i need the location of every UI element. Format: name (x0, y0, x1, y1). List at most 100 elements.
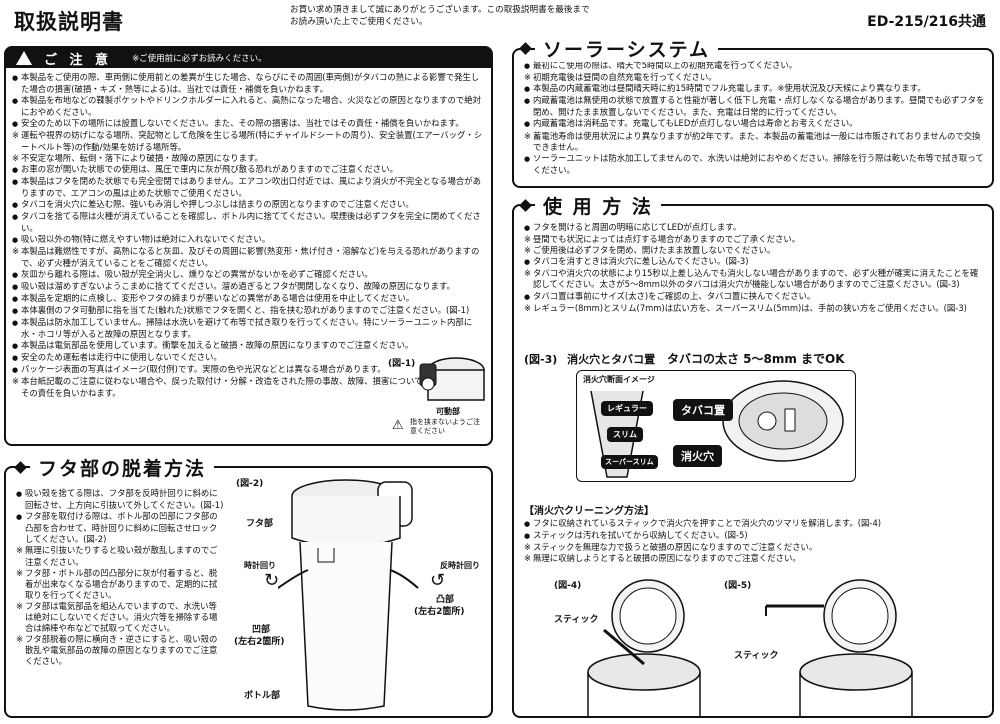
caution-item-text: タバコを捨てる際は火種が消えていることを確認し、ボトル内に捨ててください。喫煙後… (21, 211, 481, 234)
cleaning-item-text: 無理に収納しようとすると破損の原因になりますのでご注意ください。 (533, 553, 801, 564)
solar-item: 初期充電後は昼間の自然充電を行ってください。 (524, 72, 986, 83)
hole-tag: 消火穴 (673, 445, 722, 467)
figure-3-heading: 消火穴とタバコ置 (567, 353, 656, 366)
caution-item: タバコを消火穴に差込む際、強いもみ消しや押しつぶしは詰まりの原因となりますのでご… (12, 199, 486, 211)
caution-item-text: パッケージ表面の写真はイメージ(取付例)です。実際の色や光沢などとは異なる場合が… (21, 364, 386, 375)
caution-item: 本体裏側のフタ可動部に指を当てた(触れた)状態でフタを開くと、指を挟む恐れがあり… (12, 305, 486, 317)
clockwise-label: 時計回り (244, 561, 276, 570)
caution-item-text: 本製品をご使用の際、車両側に使用前との差異が生じた場合、ならびにその周囲(車両側… (21, 72, 480, 95)
figure-2: (図-2) フタ部 時計回り ↻ 反時計回り ↺ 凸部 (左右2箇所) 凹部 (… (228, 476, 490, 716)
lid-section-title: フタ部の脱着方法 (30, 454, 215, 481)
caution-item: 不安定な場所、転倒・落下により破損・故障の原因になります。 (12, 153, 486, 164)
lid-item-text: フタ部・ボトル部の凹凸部分に灰が付着すると、脱着が出来なくなる場合がありますので… (25, 567, 218, 600)
convex-note: (左右2箇所) (414, 607, 465, 617)
finger-warning: 指を挟まないようご注意ください (410, 418, 480, 435)
caution-item-text: 本製品はフタを閉めた状態でも完全密閉ではありません。エアコン吹出口付近では、風に… (21, 175, 481, 198)
caution-item: 本製品をご使用の際、車両側に使用前との差異が生じた場合、ならびにその周囲(車両側… (12, 72, 486, 95)
usage-item-text: タバコや消火穴の状態により15秒以上差し込んでも消火しない場合がありますので、必… (533, 268, 979, 290)
caution-item: 本製品は難燃性ですが、高熱になると灰皿、及びその周囲に影響(熱変形・焦げ付き・溶… (12, 246, 486, 268)
cleaning-item: フタに収納されているスティックで消火穴を押すことで消火穴のツマリを解消します。(… (524, 518, 986, 530)
ashtray-top-view (722, 380, 844, 462)
rotate-ccw-icon: ↺ (430, 570, 446, 591)
figure-4: (図-4) スティック (554, 576, 704, 716)
solar-list: 最初にご使用の際は、晴天で5時間以上の初期充電を行ってください。初期充電後は昼間… (524, 60, 986, 176)
usage-item-text: レギュラー(8mm)とスリム(7mm)は広い方を、スーパースリム(5mm)は、手… (533, 302, 967, 313)
cleaning-title: 【消火穴クリーニング方法】 (524, 506, 654, 517)
caution-item-text: 本製品は電気部品を使用しています。衝撃を加えると破損・故障の原因になりますのでご… (21, 340, 414, 351)
caution-item-text: タバコを消火穴に差込む際、強いもみ消しや押しつぶしは詰まりの原因となりますのでご… (21, 199, 414, 210)
solar-item: 内蔵蓄電池は無使用の状態で放置すると性能が著しく低下し充電・点灯しなくなる場合が… (524, 95, 986, 118)
usage-item: タバコ置は事前にサイズ(太さ)をご確認の上、タバコ置に挟んでください。 (524, 291, 986, 303)
caution-note: ※ご使用前に必ずお読みください。 (132, 54, 267, 64)
rotate-cw-icon: ↻ (264, 570, 280, 591)
lid-item: フタ部を取付ける際は、ボトル部の凹部にフタ部の凸部を合わせて、時計回りに斜めに回… (16, 511, 224, 545)
usage-item: ご使用後は必ずフタを閉め、開けたまま放置しないでください。 (524, 245, 986, 256)
caution-item: 本製品を定期的に点検し、変形やフタの締まりが悪いなどの異常がある場合は使用を中止… (12, 293, 486, 305)
lid-item-text: フタ部は電気部品を組込んでいますので、水洗い等は絶対にしないでください。消火穴等… (25, 600, 218, 634)
cleaning-item: スティックを無理な力で扱うと破損の原因になりますのでご注意ください。 (524, 542, 986, 553)
stick-storage-illustration (765, 579, 913, 716)
concave-label: 凹部 (252, 625, 271, 635)
lid-box: 吸い殻を捨てる際は、フタ部を反時計回りに斜めに回転させ、上方向に引抜いて外してく… (4, 466, 493, 718)
ashtray-top-illustration (419, 357, 485, 401)
solar-item: 最初にご使用の際は、晴天で5時間以上の初期充電を行ってください。 (524, 60, 986, 72)
lid-item: フタ部脱着の際に横向き・逆さにすると、吸い殻の散乱や電気部品の故障の原因となりま… (16, 634, 224, 667)
usage-item-text: タバコ置は事前にサイズ(太さ)をご確認の上、タバコ置に挟んでください。 (533, 290, 816, 301)
usage-item: タバコや消火穴の状態により15秒以上差し込んでも消火しない場合がありますので、必… (524, 268, 986, 290)
figure-5: (図-5) スティック (724, 576, 924, 716)
cross-section-label: 消火穴断面イメージ (583, 375, 655, 384)
caution-item: 吸い殻は溜めすぎないようこまめに捨ててください。溜め過ぎるとフタが開閉しなくなり… (12, 281, 486, 293)
caution-item: 吸い殻以外の物(特に燃えやすい物)は絶対に入れないでください。 (12, 234, 486, 246)
bottle-label: ボトル部 (244, 691, 281, 701)
cleaning-item: スティックは汚れを拭いてから収納してください。(図-5) (524, 530, 986, 542)
caution-item: お車の窓が開いた状態での使用は、風圧で車内に灰が飛び散る恐れがありますのでご注意… (12, 164, 486, 176)
lid-item: フタ部は電気部品を組込んでいますので、水洗い等は絶対にしないでください。消火穴等… (16, 601, 224, 634)
warning-small-icon: ⚠ (392, 418, 404, 433)
caution-item: 本製品は防水加工していません。掃除は水洗いを避けて布等で拭き取りを行ってください… (12, 317, 486, 340)
lid-item: 無理に引抜いたりすると吸い殻が散乱しますのでご注意ください。 (16, 545, 224, 567)
caution-header: ご 注 意 ※ご使用前に必ずお読みください。 (6, 48, 491, 68)
figure-1-label: (図-1) (388, 359, 416, 369)
caution-item-text: 本製品は難燃性ですが、高熱になると灰皿、及びその周囲に影響(熱変形・焦げ付き・溶… (21, 246, 480, 268)
figure-5-label: (図-5) (724, 581, 752, 591)
caution-item-text: 本製品を定期的に点検し、変形やフタの締まりが悪いなどの異常がある場合は使用を中止… (21, 292, 415, 303)
usage-item-text: ご使用後は必ずフタを閉め、開けたまま放置しないでください。 (533, 245, 776, 256)
caution-item-text: 本体裏側のフタ可動部に指を当てた(触れた)状態でフタを開くと、指を挟む恐れがあり… (21, 304, 470, 315)
solar-item-text: 内蔵蓄電池は無使用の状態で放置すると性能が著しく低下し充電・点灯しなくなる場合が… (533, 95, 985, 118)
solar-item-text: 初期充電後は昼間の自然充電を行ってください。 (533, 72, 717, 83)
figure-4-label: (図-4) (554, 581, 582, 591)
cleaning-list: フタに収納されているスティックで消火穴を押すことで消火穴のツマリを解消します。(… (524, 518, 986, 564)
document-title: 取扱説明書 (14, 10, 124, 34)
usage-item: レギュラー(8mm)とスリム(7mm)は広い方を、スーパースリム(5mm)は、手… (524, 303, 986, 314)
caution-item-text: 本製品は防水加工していません。掃除は水洗いを避けて布等で拭き取りを行ってください… (21, 316, 473, 340)
caution-item: 運転や視界の妨げになる場所、突起物として危険を生じる場所(特にチャイルドシートの… (12, 130, 486, 152)
solar-item-text: 本製品の内蔵蓄電池は昼間晴天時に約15時間でフル充電します。※使用状況及び天候に… (533, 83, 926, 94)
caution-item: タバコを捨てる際は火種が消えていることを確認し、ボトル内に捨ててください。喫煙後… (12, 211, 486, 234)
solar-item-text: 蓄電池寿命は使用状況により異なりますが約2年です。また、本製品の蓄電池は一般には… (533, 130, 981, 152)
super-slim-tag: スーパースリム (601, 455, 658, 469)
solar-item: ソーラーユニットは防水加工してませんので、水洗いは絶対におやめください。掃除を行… (524, 153, 986, 176)
figure-5-stick-label: スティック (734, 651, 779, 661)
usage-item-text: 昼間でも状況によっては点灯する場合がありますのでご了承ください。 (533, 234, 801, 245)
solar-box: 最初にご使用の際は、晴天で5時間以上の初期充電を行ってください。初期充電後は昼間… (512, 48, 994, 188)
caution-item-text: 不安定な場所、転倒・落下により破損・故障の原因になります。 (21, 152, 263, 163)
intro-text: お買い求め頂きまして誠にありがとうございます。この取扱説明書を最後までお読み頂い… (290, 5, 590, 27)
caution-item: パッケージ表面の写真はイメージ(取付例)です。実際の色や光沢などとは異なる場合が… (12, 364, 486, 376)
caution-item: 安全のため運転者は走行中に使用しないでください。 (12, 352, 486, 364)
usage-item: 昼間でも状況によっては点灯する場合がありますのでご了承ください。 (524, 234, 986, 245)
lid-item-text: 無理に引抜いたりすると吸い殻が散乱しますのでご注意ください。 (25, 545, 218, 567)
caution-item-text: 本台紙記載のご注意に従わない場合や、誤った取付け・分解・改造をされた際の事故、故… (21, 376, 481, 398)
figure-2-label: (図-2) (236, 479, 264, 489)
solar-item: 本製品の内蔵蓄電池は昼間晴天時に約15時間でフル充電します。※使用状況及び天候に… (524, 83, 986, 95)
solar-section-title: ソーラーシステム (535, 35, 719, 62)
caution-item: 本製品を布地などの鞣製ポケットやドリンクホルダーに入れると、高熱になった場合、火… (12, 95, 486, 118)
lid-part-label: フタ部 (246, 519, 274, 529)
caution-item: 安全のため以下の場所には設置しないでください。また、その際の損害は、当社ではその… (12, 118, 486, 130)
caution-item-text: 吸い殻以外の物(特に燃えやすい物)は絶対に入れないでください。 (21, 234, 271, 245)
solar-item: 内蔵蓄電池は消耗品です。充電してもLEDが点灯しない場合は寿命とお考えください。 (524, 118, 986, 130)
size-note: タバコの太さ 5～8mm までOK (666, 352, 845, 366)
usage-item-text: フタを開けると周囲の明暗に応じてLEDが点灯します。 (533, 222, 742, 232)
holder-tag: タバコ置 (673, 399, 733, 421)
caution-list: 本製品をご使用の際、車両側に使用前との差異が生じた場合、ならびにその周囲(車両側… (12, 72, 486, 399)
cleaning-item-text: スティックを無理な力で扱うと破損の原因になりますのでご注意ください。 (533, 542, 818, 553)
